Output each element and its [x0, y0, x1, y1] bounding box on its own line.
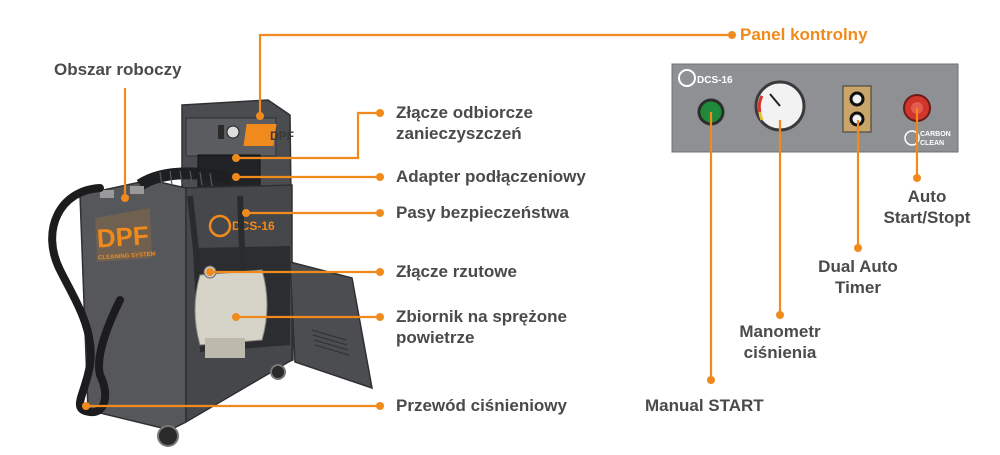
machine-side-door	[289, 261, 373, 390]
panel-brand-gear-icon	[904, 130, 920, 146]
callout-dots	[82, 31, 921, 410]
machine-wheel-front	[157, 425, 179, 447]
machine-pressure-hose	[48, 184, 124, 417]
machine-air-tank	[194, 269, 268, 346]
dot-manometr	[776, 311, 784, 319]
label-manometr-2: ciśnienia	[743, 343, 817, 362]
machine-top-clamp-2	[130, 186, 144, 194]
leader-zlacze-odbiorcze	[236, 111, 380, 160]
label-auto-2: Start/Stopt	[883, 208, 971, 227]
machine-top-logo: DPF	[270, 129, 294, 143]
panel-gear-icon	[678, 69, 696, 87]
control-panel: DCS-16 CARBON CLEAN	[671, 63, 959, 153]
label-obszar-roboczy: Obszar roboczy	[54, 60, 182, 79]
machine-front-logo: DPF	[96, 220, 150, 254]
label-adapter: Adapter podłączeniowy	[396, 167, 586, 186]
dot-panel-end	[728, 31, 736, 39]
label-zlacze-rzutowe: Złącze rzutowe	[396, 262, 517, 281]
hose-ribs	[159, 170, 213, 187]
manometer-needle	[769, 93, 781, 107]
manometer-red-zone	[757, 95, 764, 113]
dot-przewod-end	[376, 402, 384, 410]
machine-side-gear-icon	[208, 214, 232, 238]
dot-przewod	[82, 402, 90, 410]
label-manometr-1: Manometr	[739, 322, 821, 341]
dot-pasy-end	[376, 209, 384, 217]
label-dual-2: Timer	[835, 278, 881, 297]
label-zlacze-odbiorcze-1: Złącze odbiorcze	[396, 103, 533, 122]
machine-wheel-back	[270, 364, 286, 380]
dot-pasy	[242, 209, 250, 217]
callout-lines	[86, 33, 919, 408]
dot-adapter	[232, 173, 240, 181]
machine-front-logo-plate	[95, 208, 152, 262]
machine-top-logo-plate	[243, 124, 277, 146]
label-zbiornik-1: Zbiornik na sprężone	[396, 307, 567, 326]
panel-brand-line2: CLEAN	[920, 140, 944, 147]
dot-manual-start	[707, 376, 715, 384]
panel-model: DCS-16	[697, 75, 733, 86]
dot-zlacze-odb-end	[376, 109, 384, 117]
label-zlacze-odbiorcze-2: zanieczyszczeń	[396, 124, 522, 143]
door-vent-slots	[311, 329, 350, 356]
manometer-yellow-zone	[758, 111, 764, 121]
machine-gauge-icon	[226, 125, 240, 139]
dot-zbiornik	[232, 313, 240, 321]
label-panel-kontrolny: Panel kontrolny	[740, 25, 868, 44]
dpf-machine: DPF DPF CLEANING SYSTEM DCS-16	[48, 99, 373, 447]
label-dual-1: Dual Auto	[818, 257, 898, 276]
machine-front-logo-sub: CLEANING SYSTEM	[98, 252, 156, 262]
label-manual-start: Manual START	[645, 396, 764, 415]
leader-panel-kontrolny	[258, 33, 732, 116]
dot-obszar	[121, 194, 129, 202]
dot-rzutowe-end	[376, 268, 384, 276]
machine-tank-stand	[205, 338, 245, 358]
label-auto-1: Auto	[907, 187, 947, 206]
dot-rzutowe	[206, 268, 214, 276]
dot-adapter-end	[376, 173, 384, 181]
dot-zbiornik-end	[376, 313, 384, 321]
machine-top-clamp	[100, 190, 114, 198]
dot-auto	[913, 174, 921, 182]
dot-zlacze-odb	[232, 154, 240, 162]
dot-panel	[256, 112, 264, 120]
panel-brand-line1: CARBON	[920, 131, 951, 138]
timer-knob-top-icon	[849, 91, 865, 107]
label-pasy: Pasy bezpieczeństwa	[396, 203, 569, 222]
label-przewod: Przewód ciśnieniowy	[396, 396, 567, 415]
label-zbiornik-2: powietrze	[396, 328, 475, 347]
machine-adapter-hose	[136, 167, 232, 191]
dot-dual	[854, 244, 862, 252]
machine-timer-icon	[218, 125, 224, 139]
